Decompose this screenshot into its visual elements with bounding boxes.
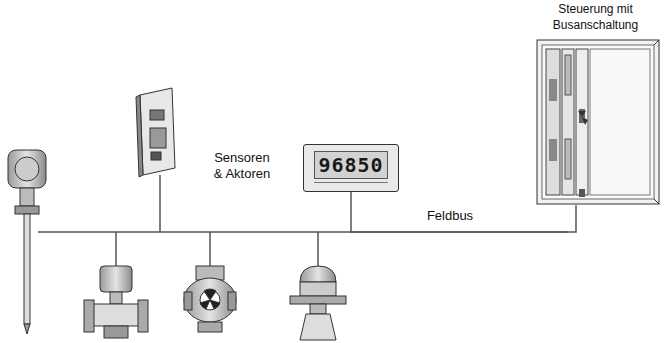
display-keys: [314, 182, 388, 188]
display-digits: 96850: [318, 153, 383, 177]
drop-lines: [38, 175, 318, 266]
bus-label: Feldbus: [425, 208, 475, 224]
node-heading: Steuerung mit Busanschaltung: [541, 2, 651, 33]
controller-rack: Steuerung mit Busanschaltung: [528, 2, 663, 205]
flowmeter: [84, 266, 148, 338]
display-unit: 96850: [303, 144, 399, 192]
level-probe: [8, 150, 46, 334]
group-label: Sensoren & Aktoren: [213, 150, 271, 181]
rack-drawing: [536, 39, 660, 205]
display-screen: 96850: [314, 151, 387, 179]
radiometric-gauge: [184, 266, 236, 332]
rack-housing: [536, 39, 660, 205]
plug-in-card: [136, 88, 175, 177]
radar-sensor: [290, 266, 346, 340]
